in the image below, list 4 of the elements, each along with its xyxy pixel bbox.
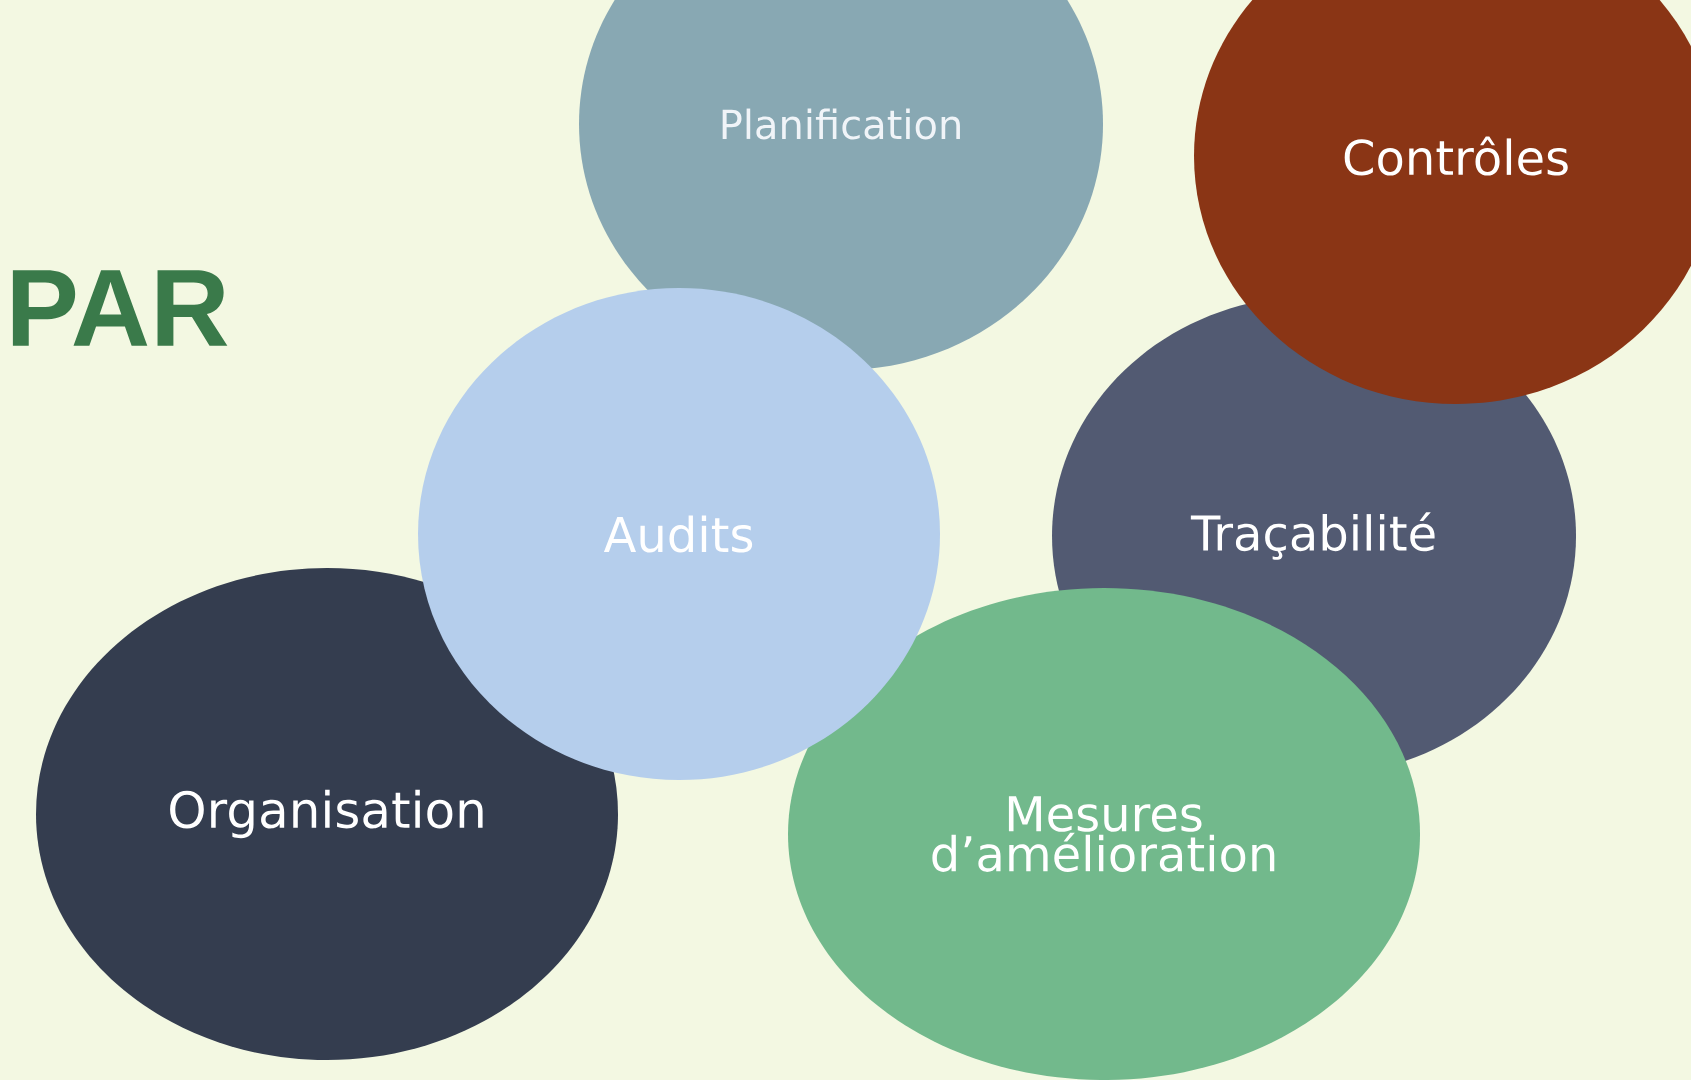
ellipse-node: Audits [418,288,940,780]
heading-text: PAR [12,270,228,346]
ellipse-node: Organisation [36,568,618,1060]
ellipse-node: Mesures d’amélioration [788,588,1420,1080]
